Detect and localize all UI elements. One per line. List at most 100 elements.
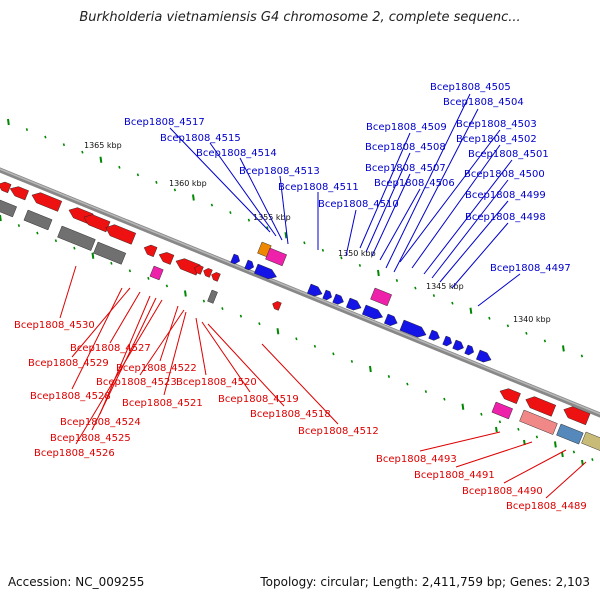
pink-feature (491, 401, 513, 420)
forward-gene-arrow (244, 259, 254, 271)
lower-tick (591, 458, 594, 461)
forward-gene-arrow (306, 283, 323, 297)
forward-gene-label: Bcep1808_4513 (239, 166, 320, 177)
lower-tick (350, 359, 354, 363)
scale-tick (432, 294, 436, 298)
reverse-gene-label: Bcep1808_4527 (70, 343, 151, 354)
scale-tick (377, 269, 380, 277)
forward-gene-label: Bcep1808_4508 (365, 142, 446, 153)
lower-tick (276, 328, 280, 335)
forward-gene-arrow (452, 339, 464, 351)
leader-line (201, 321, 251, 393)
leader-line (359, 132, 411, 249)
lower-tick (332, 352, 335, 356)
kbp-label: 1355 kbp (253, 213, 291, 222)
reverse-gene-arrow (158, 252, 175, 265)
leader-line (393, 108, 479, 273)
reverse-gene-label: Bcep1808_4525 (50, 433, 131, 444)
map-title: Burkholderia vietnamiensis G4 chromosome… (79, 10, 521, 25)
lower-tick (581, 459, 584, 466)
reverse-gene-arrow (31, 192, 63, 212)
scale-tick (506, 324, 510, 328)
leader-line (411, 144, 501, 269)
gray-feature (207, 289, 218, 304)
forward-gene-label: Bcep1808_4504 (443, 97, 524, 108)
scale-tick (192, 194, 195, 201)
reverse-gene-label: Bcep1808_4512 (298, 426, 379, 437)
pink-feature (265, 247, 287, 267)
lower-tick (495, 426, 498, 433)
gene-features (0, 181, 600, 451)
scale-tick (525, 331, 528, 335)
reverse-gene-label: Bcep1808_4518 (250, 409, 331, 420)
leader-line (163, 311, 187, 396)
leader-line (99, 295, 151, 415)
forward-gene-arrow (322, 289, 332, 301)
reverse-gene-arrow (211, 272, 221, 282)
leader-line (109, 291, 141, 344)
scale-tick (562, 345, 565, 352)
forward-gene-label: Bcep1808_4500 (464, 169, 545, 180)
forward-gene-label: Bcep1808_4499 (465, 190, 546, 201)
forward-gene-label: Bcep1808_4505 (430, 82, 511, 93)
scale-tick (99, 156, 103, 163)
leader-line (439, 200, 509, 283)
leader-line (371, 173, 411, 257)
forward-gene-label: Bcep1808_4511 (278, 182, 359, 193)
forward-gene-arrow (345, 297, 362, 311)
scale-tick (44, 135, 47, 139)
lower-tick (387, 375, 391, 378)
scale-tick (118, 165, 121, 169)
backbone-highlight (0, 168, 600, 415)
leader-line (207, 323, 285, 407)
leader-line (261, 343, 339, 425)
leader-line (399, 129, 501, 263)
reverse-gene-arrow (143, 244, 158, 258)
lower-tick (258, 322, 261, 326)
scale-tick (25, 128, 29, 132)
leader-line (75, 299, 163, 445)
reverse-gene-label: Bcep1808_4520 (176, 377, 257, 388)
scale-tick (488, 316, 491, 320)
backbone-line (0, 167, 600, 418)
leader-line (59, 265, 77, 319)
leader-line (385, 93, 471, 269)
forward-gene-label: Bcep1808_4507 (365, 163, 446, 174)
leader-line (239, 157, 283, 241)
scale-tick (266, 226, 269, 230)
reverse-gene-label: Bcep1808_4526 (34, 448, 115, 459)
leader-line (423, 159, 513, 275)
reverse-gene-label: Bcep1808_4523 (96, 377, 177, 388)
gray-feature (93, 241, 127, 265)
lower-tick (0, 214, 2, 222)
forward-gene-arrow (475, 349, 492, 363)
reverse-gene-arrow (525, 396, 557, 417)
lower-tick (91, 252, 95, 259)
forward-gene-label: Bcep1808_4498 (465, 212, 546, 223)
pink-feature (149, 265, 164, 281)
leader-line (71, 287, 131, 358)
scale-tick (580, 354, 584, 358)
scale-tick (358, 263, 362, 267)
leader-line (159, 305, 179, 362)
forward-gene-arrow (464, 344, 474, 356)
kbp-label: 1345 kbp (426, 282, 464, 291)
leader-line (195, 317, 207, 376)
scale-tick (284, 232, 288, 239)
lower-tick (54, 239, 58, 243)
scale-tick (340, 256, 343, 260)
lower-tick (184, 290, 187, 297)
reverse-gene-label: Bcep1808_4530 (14, 320, 95, 331)
chromosome-backbone (0, 167, 600, 418)
lower-tick (147, 276, 150, 280)
label-leader-lines (59, 93, 587, 499)
lower-tick (239, 314, 243, 318)
reverse-gene-label: Bcep1808_4521 (122, 398, 203, 409)
reverse-gene-arrow (0, 181, 12, 194)
scale-tick (451, 301, 454, 305)
lower-tick (424, 390, 428, 394)
lower-tick (128, 269, 132, 273)
kbp-label: 1365 kbp (84, 141, 122, 150)
